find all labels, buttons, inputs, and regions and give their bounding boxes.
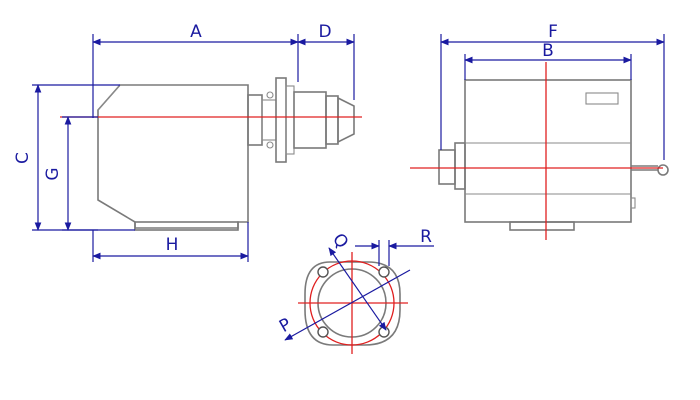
front-view-boss-end — [438, 149, 456, 185]
dim-f-label: F — [548, 22, 558, 42]
flange-dimensions: Q P R — [276, 227, 434, 341]
side-view-connector — [293, 91, 327, 149]
side-view-collar — [261, 99, 277, 141]
side-view-screw-2 — [266, 141, 274, 149]
dim-r-label: R — [420, 227, 432, 247]
front-view-body — [464, 79, 632, 223]
flange-outline — [304, 261, 401, 346]
side-view-base — [134, 221, 239, 231]
side-view-connector-nut — [325, 95, 339, 145]
side-view-neck — [247, 94, 263, 146]
dim-q-label: Q — [328, 230, 352, 252]
flange-view — [298, 252, 408, 354]
side-view-dimensions: A D C G H — [13, 22, 355, 262]
dim-p-line — [284, 269, 411, 341]
side-view-bevel — [97, 84, 121, 111]
dim-h-label: H — [166, 235, 179, 255]
flange-hole-tr — [378, 266, 390, 278]
front-view-base — [509, 221, 575, 231]
dim-b-label: B — [542, 41, 554, 61]
side-view-connector-tip — [337, 96, 355, 144]
front-view — [410, 62, 669, 240]
side-view — [60, 77, 362, 231]
front-view-boss — [454, 142, 466, 190]
flange-hole-tl — [317, 266, 329, 278]
dim-d-label: D — [318, 22, 331, 42]
dim-c-label: C — [13, 152, 33, 164]
front-view-side-tab — [630, 197, 636, 209]
dim-q-line — [328, 247, 387, 331]
side-view-flange-ring — [285, 85, 295, 155]
front-view-label-plate — [585, 92, 619, 105]
front-view-wire-ring — [657, 164, 669, 176]
side-view-body — [97, 84, 249, 229]
flange-hole-bl — [317, 326, 329, 338]
front-view-dimensions: F B — [440, 22, 665, 160]
dim-p-label: P — [276, 314, 295, 336]
dim-a-label: A — [190, 22, 202, 42]
flange-hole-br — [378, 326, 390, 338]
side-view-flange — [275, 77, 287, 163]
dim-g-label: G — [43, 167, 63, 180]
side-view-screw — [266, 91, 274, 99]
